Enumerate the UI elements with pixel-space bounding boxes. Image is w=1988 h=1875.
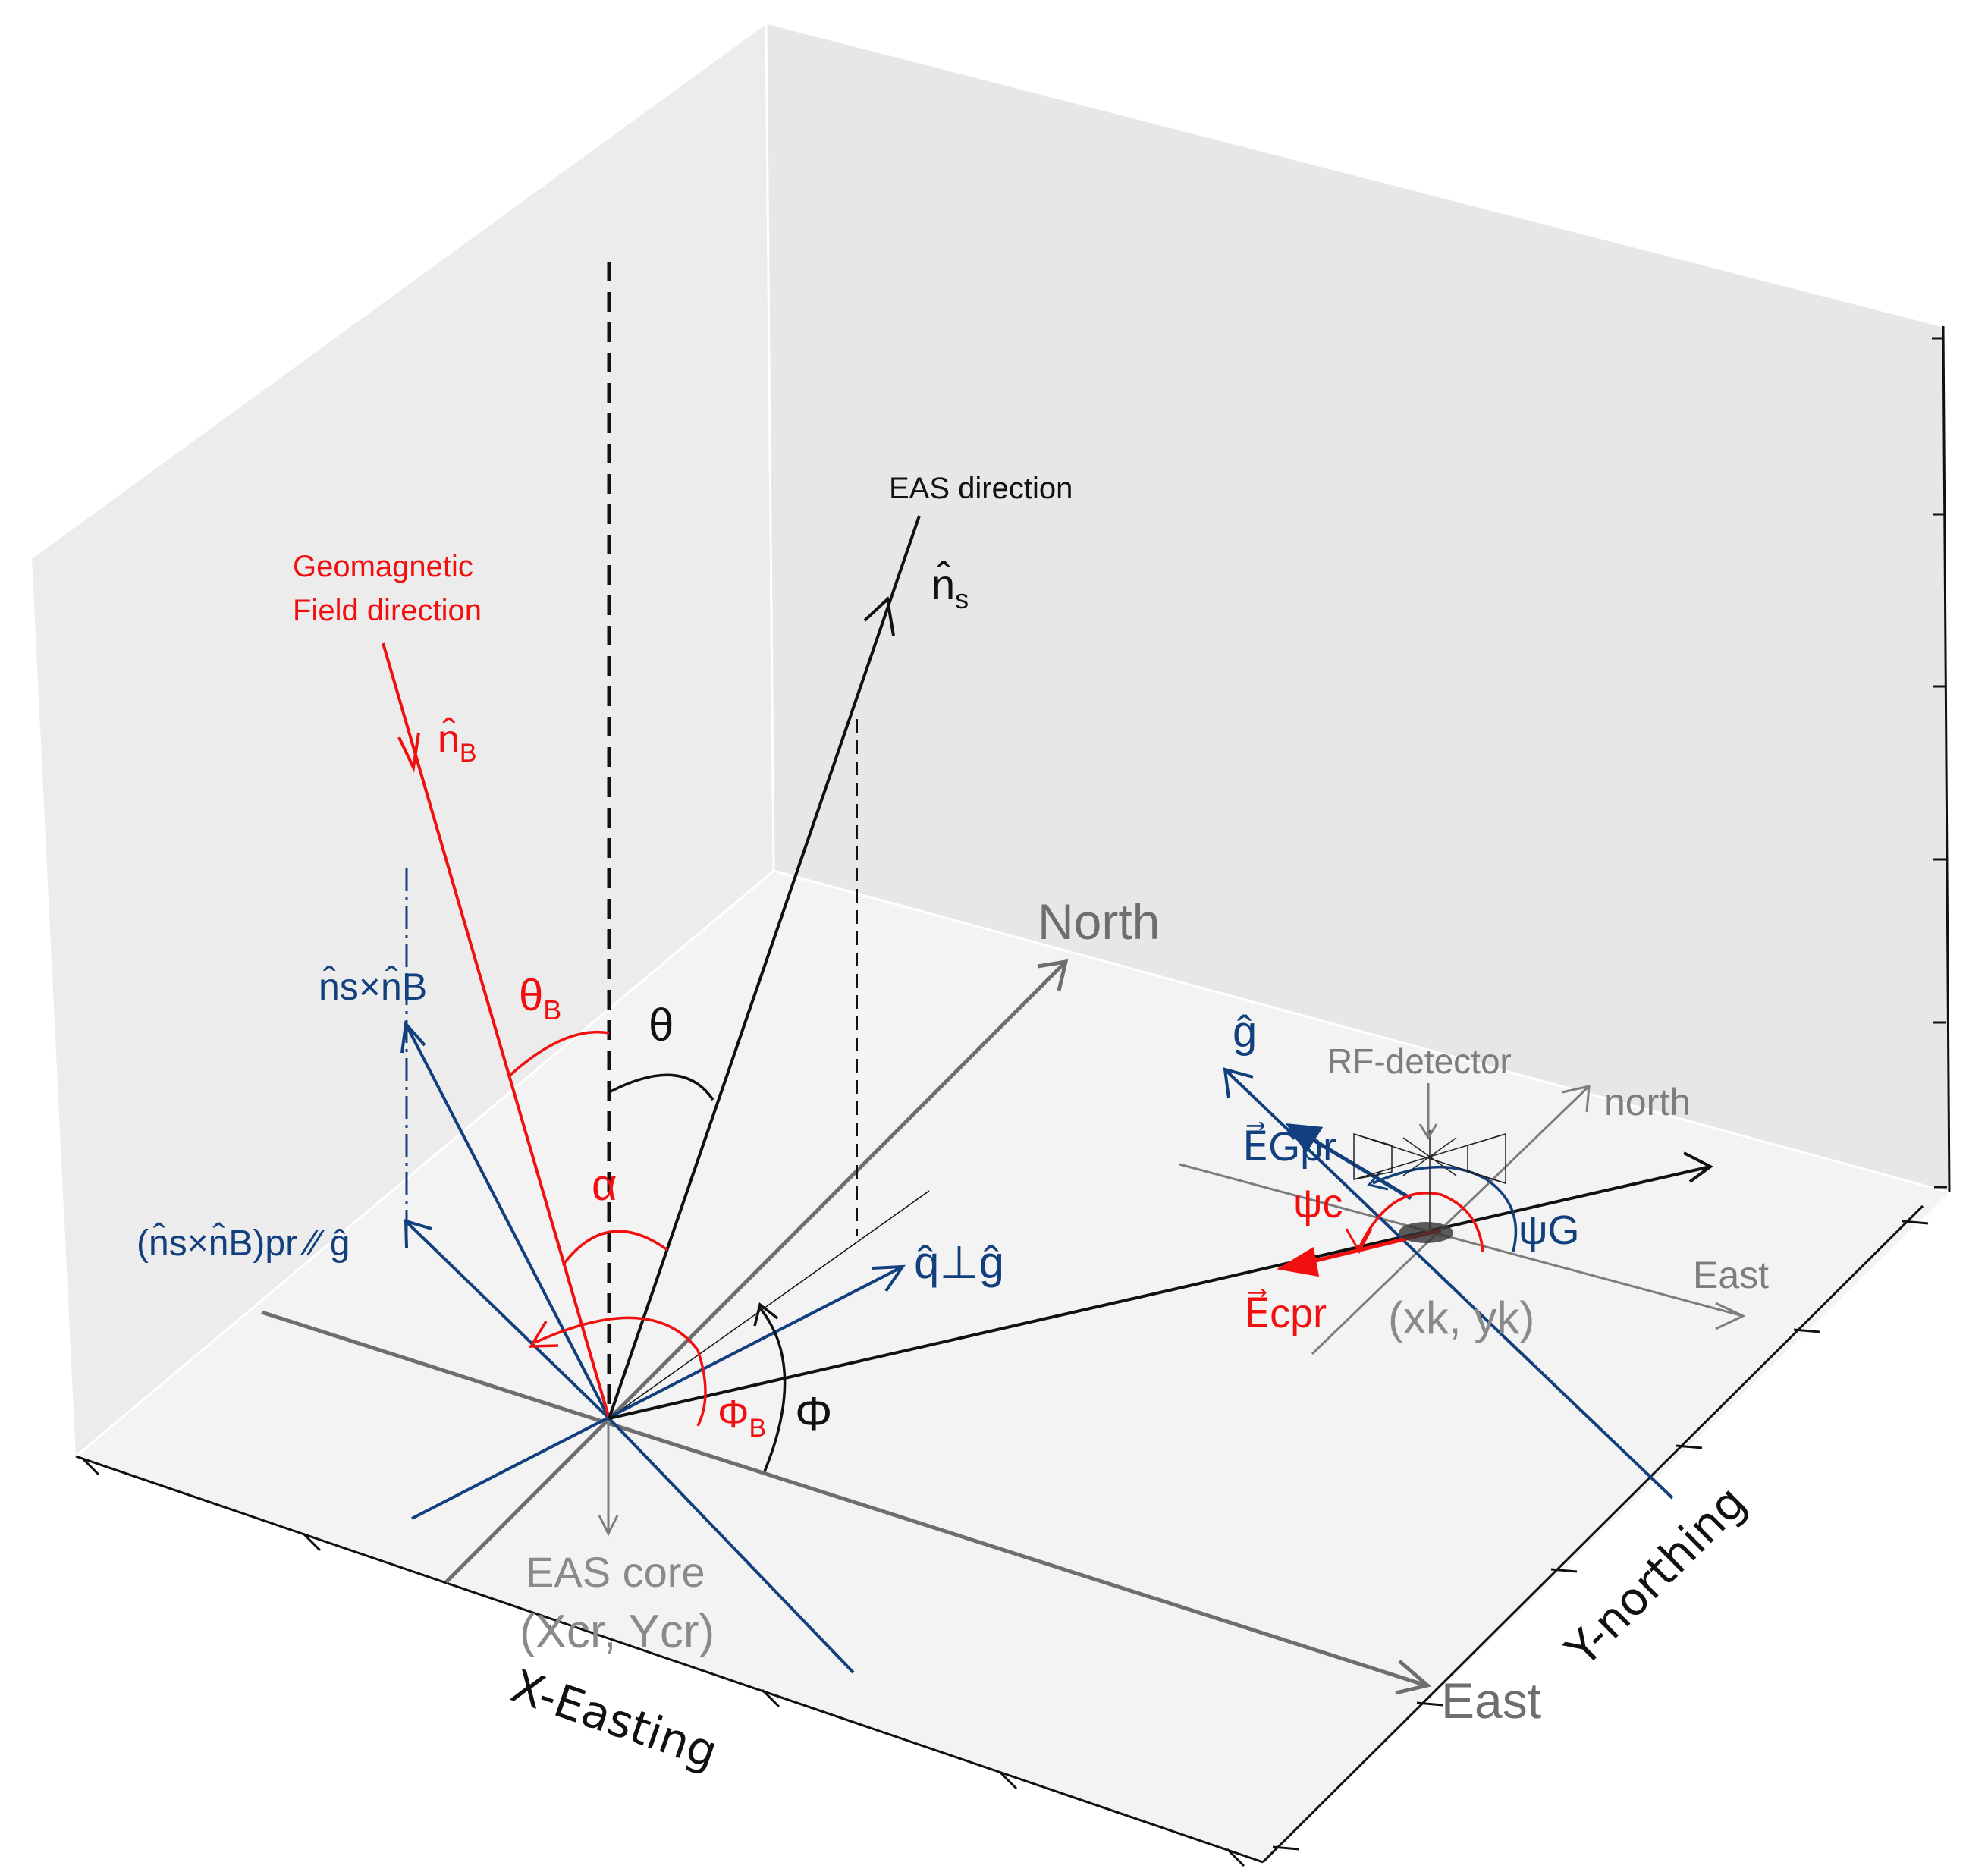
detector-position-label: (xk, yk) xyxy=(1388,1292,1534,1343)
eas-core-label-line1: EAS core xyxy=(526,1548,705,1596)
cross-product-pr-label: (n̂s×n̂B)pr ∕∕ ĝ xyxy=(137,1223,350,1264)
q-perp-g-label: q̂⊥ĝ xyxy=(914,1237,1004,1288)
north-main-label: North xyxy=(1038,894,1160,950)
back-pane xyxy=(766,23,1949,1192)
cross-product-label: n̂s×n̂B xyxy=(319,966,427,1008)
left-pane xyxy=(32,23,774,1456)
core-to-detector-line xyxy=(608,1151,1713,1420)
alpha-label: α xyxy=(592,1160,617,1210)
y-axis-line xyxy=(1261,1204,1924,1864)
x-axis-title: X-Easting xyxy=(504,1660,724,1779)
phi-label: Φ xyxy=(795,1388,832,1440)
east-west-line xyxy=(261,1310,1427,1688)
local-frame xyxy=(1179,1067,1746,1500)
x-axis-line xyxy=(75,1455,1264,1864)
detector-base xyxy=(1399,1222,1453,1243)
geomagnetic-field-line xyxy=(382,642,611,1419)
angle-arcs xyxy=(508,1030,787,1472)
e-g-pr-label: E⃗Gpr xyxy=(1242,1121,1336,1170)
phi-arc xyxy=(757,1305,787,1472)
ns-hat-label: n̂s xyxy=(931,561,969,614)
psi-c-label: ψc xyxy=(1293,1181,1343,1226)
box-panes xyxy=(31,21,1950,1862)
phi-b-arc xyxy=(534,1316,707,1427)
geomagnetic-label-line2: Field direction xyxy=(293,594,482,627)
blue-lines-core xyxy=(400,1020,906,1674)
psi-g-label: ψG xyxy=(1518,1208,1580,1253)
guide-lines xyxy=(405,262,930,1419)
eas-direction-label: EAS direction xyxy=(889,472,1073,505)
geomagnetic-label-line1: Geomagnetic xyxy=(293,550,473,583)
psi-c-arc xyxy=(1356,1192,1484,1252)
alpha-arc xyxy=(561,1230,669,1267)
core-down-arrow xyxy=(598,1421,619,1537)
floor-pane xyxy=(76,871,1949,1862)
phi-b-label: ΦB xyxy=(718,1393,766,1443)
theta-arc xyxy=(608,1073,714,1101)
theta-label: θ xyxy=(649,1000,674,1051)
rf-detector-icon xyxy=(1353,1130,1506,1229)
axis-frame xyxy=(75,325,1951,1867)
north-local-label: north xyxy=(1604,1081,1691,1123)
eas-core-label-line2: (Xcr, Ycr) xyxy=(520,1606,714,1658)
shower-ground-projection xyxy=(608,1190,930,1419)
east-local-label: East xyxy=(1693,1254,1769,1296)
theta-b-label: θB xyxy=(519,971,561,1025)
nb-hat-label: n̂B xyxy=(438,716,477,768)
z-axis-line xyxy=(1942,325,1951,1193)
g-hat-label: ĝ xyxy=(1233,1007,1257,1057)
rf-detector-label: RF-detector xyxy=(1327,1041,1512,1081)
shower-axis xyxy=(608,515,921,1419)
core-axes xyxy=(261,959,1432,1695)
e-c-pr-label: E⃗cpr xyxy=(1244,1288,1327,1336)
south-north-line xyxy=(444,960,1067,1584)
east-main-label: East xyxy=(1441,1672,1541,1729)
theta-b-arc xyxy=(508,1030,610,1077)
